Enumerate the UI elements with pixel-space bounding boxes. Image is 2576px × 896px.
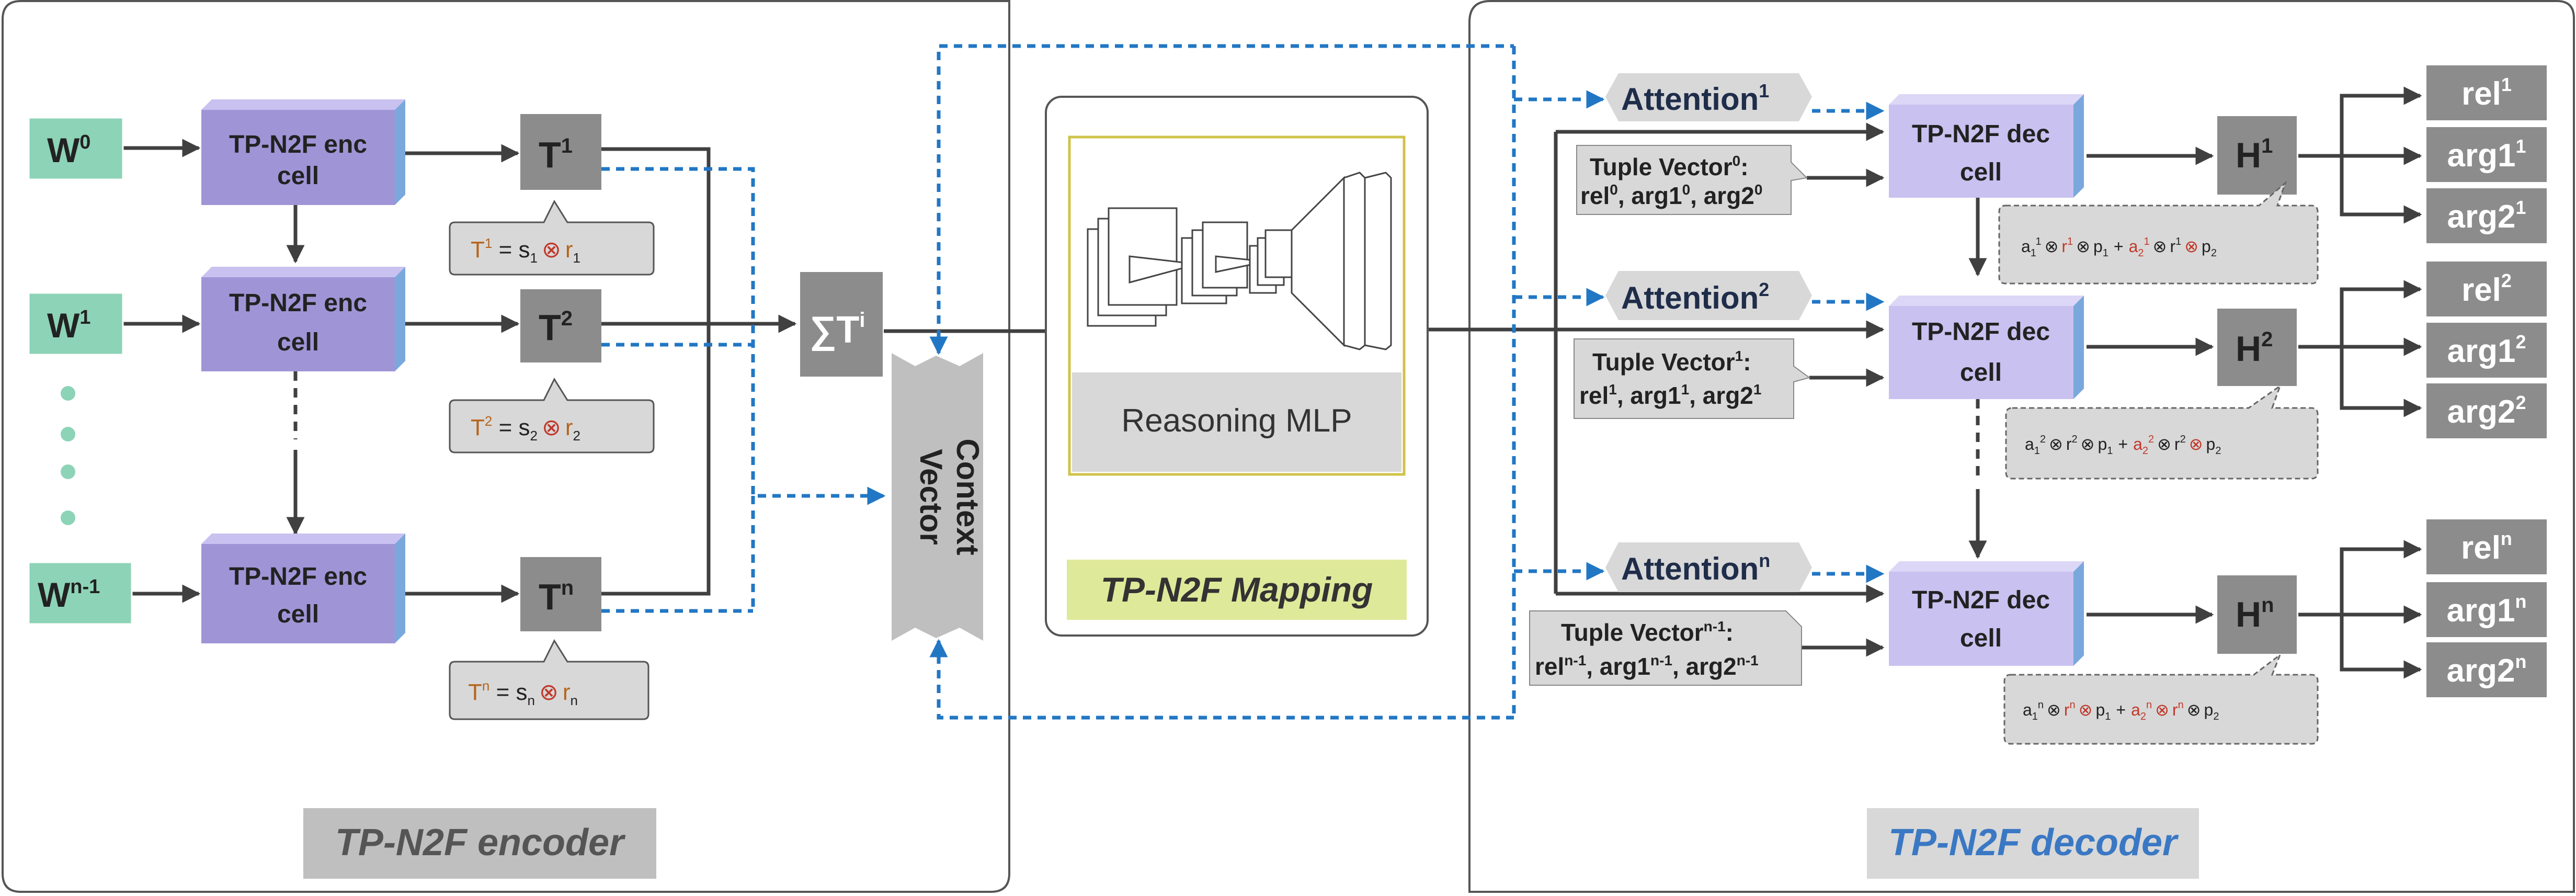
input-w1: W1 (28, 292, 124, 356)
svg-text:W1: W1 (47, 306, 90, 345)
svg-text:rel0, arg10, arg20: rel0, arg10, arg20 (1580, 182, 1762, 209)
input-wn-1: Wn-1 (28, 561, 133, 625)
svg-text:arg12: arg12 (2447, 331, 2526, 369)
svg-text:rel2: rel2 (2461, 270, 2512, 308)
mlp-network-icon (1087, 172, 1392, 350)
enc-cell-n: TP-N2F enc cell (201, 534, 405, 643)
h2-formula-callout: a12⊗r2⊗p1+a22⊗r2⊗p2 (2005, 384, 2319, 480)
svg-text:Hn: Hn (2236, 594, 2274, 634)
decoder-title-box: TP-N2F decoder (1867, 808, 2199, 879)
enc-cell-1-line2: cell (277, 162, 319, 190)
svg-text:Attention2: Attention2 (1621, 279, 1769, 315)
connectors (123, 86, 2422, 679)
t1-node: T1 (520, 114, 601, 190)
enc-cell-2-line1: TP-N2F enc (229, 289, 367, 317)
svg-text:reln-1, arg1n-1, arg2n-1: reln-1, arg1n-1, arg2n-1 (1535, 652, 1759, 680)
svg-text:reln: reln (2461, 528, 2512, 566)
tuple-vector-0: Tuple Vector0: rel0, arg10, arg20 (1576, 145, 1808, 215)
svg-text:T1 = s1⊗r1: T1 = s1⊗r1 (471, 235, 580, 266)
svg-text:TP-N2F dec: TP-N2F dec (1912, 318, 2050, 346)
hn-node: Hn (2217, 575, 2297, 654)
sum-t-node: ∑Ti (800, 272, 883, 377)
svg-text:Tuple Vector0:: Tuple Vector0: (1590, 153, 1749, 180)
svg-text:T2: T2 (539, 307, 573, 348)
mapping-title: TP-N2F Mapping (1101, 570, 1373, 609)
svg-text:Attentionn: Attentionn (1621, 550, 1770, 586)
wn-base: W (38, 575, 71, 614)
decoder-title: TP-N2F decoder (1888, 822, 2179, 864)
dec-cell-n: TP-N2F dec cell (1889, 561, 2084, 666)
t2-formula-callout: T2 = s2⊗r2 (449, 377, 655, 453)
outputs-step-1: rel1 arg11 arg21 (2426, 65, 2547, 243)
svg-text:arg1n: arg1n (2447, 591, 2527, 629)
svg-text:TP-N2F dec: TP-N2F dec (1912, 120, 2050, 148)
context-vector-line2: Vector (914, 449, 949, 545)
svg-text:Wn-1: Wn-1 (38, 575, 100, 614)
w0-base: W (47, 131, 80, 169)
svg-text:Tn = sn⊗rn: Tn = sn⊗rn (468, 678, 578, 708)
encoder-title: TP-N2F encoder (335, 822, 626, 864)
svg-text:a12⊗r2⊗p1+a22⊗r2⊗p2: a12⊗r2⊗p1+a22⊗r2⊗p2 (2025, 434, 2221, 457)
outputs-step-2: rel2 arg12 arg22 (2426, 262, 2547, 438)
h1-node: H1 (2217, 116, 2297, 195)
enc-cell-2-line2: cell (277, 328, 319, 356)
context-vector-line1: Context (950, 438, 985, 555)
svg-text:arg22: arg22 (2447, 392, 2526, 430)
svg-text:TP-N2F dec: TP-N2F dec (1912, 586, 2050, 614)
svg-text:cell: cell (1960, 625, 2002, 652)
attention-1: Attention1 (1605, 73, 1812, 121)
dec-cell-2: TP-N2F dec cell (1889, 296, 2084, 399)
attention-2: Attention2 (1605, 271, 1812, 320)
w1-base: W (47, 306, 80, 345)
outputs-step-n: reln arg1n arg2n (2426, 519, 2547, 697)
mapping-panel: Reasoning MLP TP-N2F Mapping (1045, 96, 1429, 637)
enc-cell-n-line1: TP-N2F enc (229, 563, 367, 591)
wn-sup: n-1 (70, 576, 100, 598)
svg-text:rel1: rel1 (2461, 74, 2512, 112)
svg-text:Attention1: Attention1 (1621, 80, 1769, 117)
enc-cell-1-line1: TP-N2F enc (229, 131, 367, 158)
tuple-vector-n-1: Tuple Vectorn-1: reln-1, arg1n-1, arg2n-… (1529, 610, 1802, 686)
tn-formula-callout: Tn = sn⊗rn (449, 639, 649, 720)
svg-text:H1: H1 (2236, 134, 2273, 175)
svg-text:cell: cell (1960, 359, 2002, 387)
w0-sup: 0 (79, 131, 90, 153)
hn-formula-callout: a1n⊗rn⊗p1+a2n⊗rn⊗p2 (2003, 652, 2319, 745)
input-w0: W0 (28, 117, 124, 180)
svg-text:arg2n: arg2n (2447, 651, 2527, 689)
svg-text:rel1, arg11, arg21: rel1, arg11, arg21 (1579, 381, 1761, 409)
t2-node: T2 (520, 289, 601, 362)
enc-cell-n-line2: cell (277, 600, 319, 628)
svg-text:∑Ti: ∑Ti (810, 309, 865, 351)
svg-text:Tuple Vector1:: Tuple Vector1: (1592, 348, 1751, 376)
enc-cell-2: TP-N2F enc cell (201, 267, 405, 371)
svg-text:H2: H2 (2236, 328, 2273, 369)
context-vector-node: Context Vector (892, 353, 985, 641)
svg-text:cell: cell (1960, 158, 2002, 186)
svg-text:W0: W0 (47, 131, 90, 169)
svg-text:arg11: arg11 (2447, 135, 2526, 174)
w1-sup: 1 (79, 307, 90, 328)
svg-text:Tn: Tn (539, 576, 574, 617)
encoder-title-box: TP-N2F encoder (303, 808, 656, 879)
tuple-vector-1: Tuple Vector1: rel1, arg11, arg21 (1574, 338, 1811, 419)
h1-formula-callout: a11⊗r1⊗p1+a21⊗r1⊗p2 (1998, 180, 2319, 285)
svg-text:a11⊗r1⊗p1+a21⊗r1⊗p2: a11⊗r1⊗p1+a21⊗r1⊗p2 (2021, 236, 2217, 259)
attention-n: Attentionn (1605, 542, 1812, 592)
svg-text:a1n⊗rn⊗p1+a2n⊗rn⊗p2: a1n⊗rn⊗p1+a2n⊗rn⊗p2 (2023, 699, 2219, 722)
tn-node: Tn (520, 557, 601, 631)
dec-cell-1: TP-N2F dec cell (1889, 94, 2084, 198)
svg-text:arg21: arg21 (2447, 197, 2526, 235)
h2-node: H2 (2217, 309, 2297, 386)
svg-text:T1: T1 (539, 134, 573, 175)
context-dashed-links (601, 44, 1885, 720)
svg-text:T2 = s2⊗r2: T2 = s2⊗r2 (471, 413, 580, 444)
t1-formula-callout: T1 = s1⊗r1 (449, 199, 655, 276)
input-ellipsis-dots (61, 386, 75, 525)
svg-text:Tuple Vectorn-1:: Tuple Vectorn-1: (1561, 618, 1734, 646)
reasoning-mlp-label: Reasoning MLP (1121, 403, 1352, 439)
enc-cell-1: TP-N2F enc cell (201, 99, 405, 205)
